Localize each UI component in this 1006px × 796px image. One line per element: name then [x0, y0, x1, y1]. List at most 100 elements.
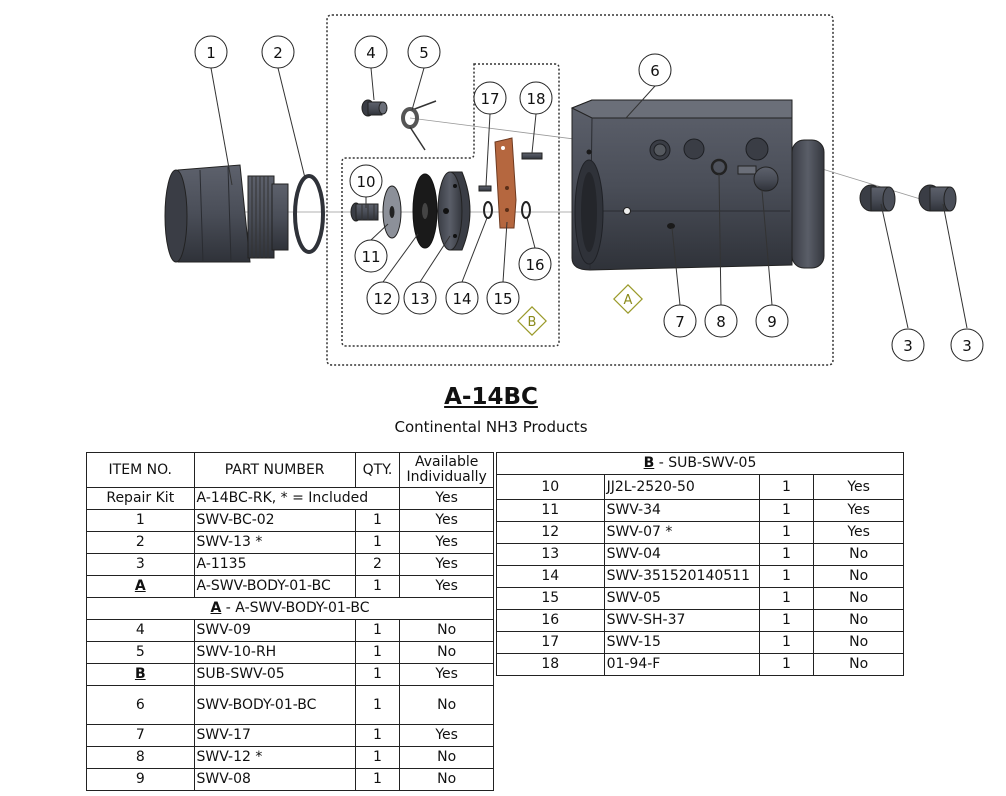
balloon-8: 8: [704, 304, 738, 338]
cell-part: SWV-04: [603, 543, 760, 566]
cell-item: 7: [86, 724, 195, 747]
section-a-row: A - A-SWV-BODY-01-BC: [86, 597, 494, 620]
part-2-o-ring: [293, 174, 325, 254]
balloon-label: 7: [675, 313, 685, 331]
diamond-marker-b: B: [517, 306, 547, 336]
cell-part: SWV-10-RH: [193, 641, 356, 664]
cell-avail: No: [399, 641, 494, 664]
cell-item: 3: [86, 553, 195, 576]
cell-part: SWV-09: [193, 619, 356, 642]
cell-qty: 1: [354, 768, 401, 791]
balloon-11: 11: [354, 239, 388, 273]
cell-avail: No: [399, 685, 494, 725]
cell-part: SWV-12 *: [193, 746, 356, 769]
balloon-label: 8: [716, 313, 726, 331]
header-available: Available Individually: [399, 452, 494, 488]
drawing-subtitle: Continental NH3 Products: [394, 418, 588, 436]
cell-avail: No: [813, 609, 904, 632]
balloon-14: 14: [445, 281, 479, 315]
cell-qty: 1: [354, 619, 401, 642]
cell-qty: 1: [758, 653, 815, 676]
section-a-heading: A - A-SWV-BODY-01-BC: [86, 597, 494, 620]
section-b-label: - SUB-SWV-05: [654, 455, 757, 471]
cell-avail: No: [813, 543, 904, 566]
main-parts-table: ITEM NO. PART NUMBER QTY. Available Indi…: [86, 452, 494, 791]
cell-item: 16: [496, 609, 605, 632]
cell-avail: Yes: [813, 499, 904, 522]
section-b-heading: B - SUB-SWV-05: [496, 452, 904, 475]
part-4-screw: [361, 99, 388, 117]
cell-avail: Yes: [813, 521, 904, 544]
cell-part: SWV-BODY-01-BC: [193, 685, 356, 725]
part-16-clip-ring: [521, 201, 531, 219]
table-header-row: ITEM NO. PART NUMBER QTY. Available Indi…: [86, 452, 494, 488]
balloon-label: 6: [650, 62, 660, 80]
cell-qty: 1: [758, 543, 815, 566]
cell-item: 6: [86, 685, 195, 725]
cell-qty: 1: [354, 746, 401, 769]
section-b-letter: B: [643, 455, 655, 471]
cell-qty: 1: [758, 609, 815, 632]
balloon-label: 18: [526, 90, 545, 108]
cell-item: 15: [496, 587, 605, 610]
balloon-6: 6: [638, 53, 672, 87]
part-13-retainer: [437, 171, 471, 251]
cell-part: A-SWV-BODY-01-BC: [193, 575, 356, 598]
subassembly-b-boundary: [341, 63, 560, 347]
balloon-10: 10: [349, 164, 383, 198]
cell-item: 5: [86, 641, 195, 664]
part-10-bolt: [350, 202, 379, 222]
cell-qty: 1: [758, 474, 815, 500]
balloon-16: 16: [518, 247, 552, 281]
section-a-label: - A-SWV-BODY-01-BC: [221, 600, 370, 616]
cell-item: 14: [496, 565, 605, 588]
cell-part: 01-94-F: [603, 653, 760, 676]
cell-qty: 1: [354, 685, 401, 725]
drawing-title: A-14BC: [444, 384, 538, 410]
cell-item: B: [86, 663, 195, 686]
balloon-label: 14: [452, 290, 471, 308]
cell-item: 9: [86, 768, 195, 791]
balloon-label: 3: [962, 337, 972, 355]
diamond-marker-a: A: [613, 284, 643, 314]
cell-qty: 1: [354, 663, 401, 686]
cell-part: SWV-07 *: [603, 521, 760, 544]
part-6-valve-body: [570, 99, 825, 271]
cell-avail: Yes: [813, 474, 904, 500]
cell-part: SWV-34: [603, 499, 760, 522]
header-part-number: PART NUMBER: [193, 452, 356, 488]
cell-part: A-1135: [193, 553, 356, 576]
cell-item: A: [86, 575, 195, 598]
cell-part: SWV-SH-37: [603, 609, 760, 632]
cell-avail: Yes: [399, 531, 494, 554]
balloon-1: 1: [194, 35, 228, 69]
part-5-spring: [401, 100, 437, 151]
cell-avail: No: [813, 587, 904, 610]
cell-qty: 1: [354, 575, 401, 598]
cell-qty: 1: [354, 531, 401, 554]
cell-avail: No: [399, 619, 494, 642]
assembly-a-boundary: [326, 14, 834, 366]
balloon-label: 12: [373, 290, 392, 308]
header-qty: QTY.: [354, 452, 401, 488]
cell-item: 17: [496, 631, 605, 654]
cell-avail: No: [813, 565, 904, 588]
cell-item: 2: [86, 531, 195, 554]
section-a-letter: A: [210, 600, 222, 616]
